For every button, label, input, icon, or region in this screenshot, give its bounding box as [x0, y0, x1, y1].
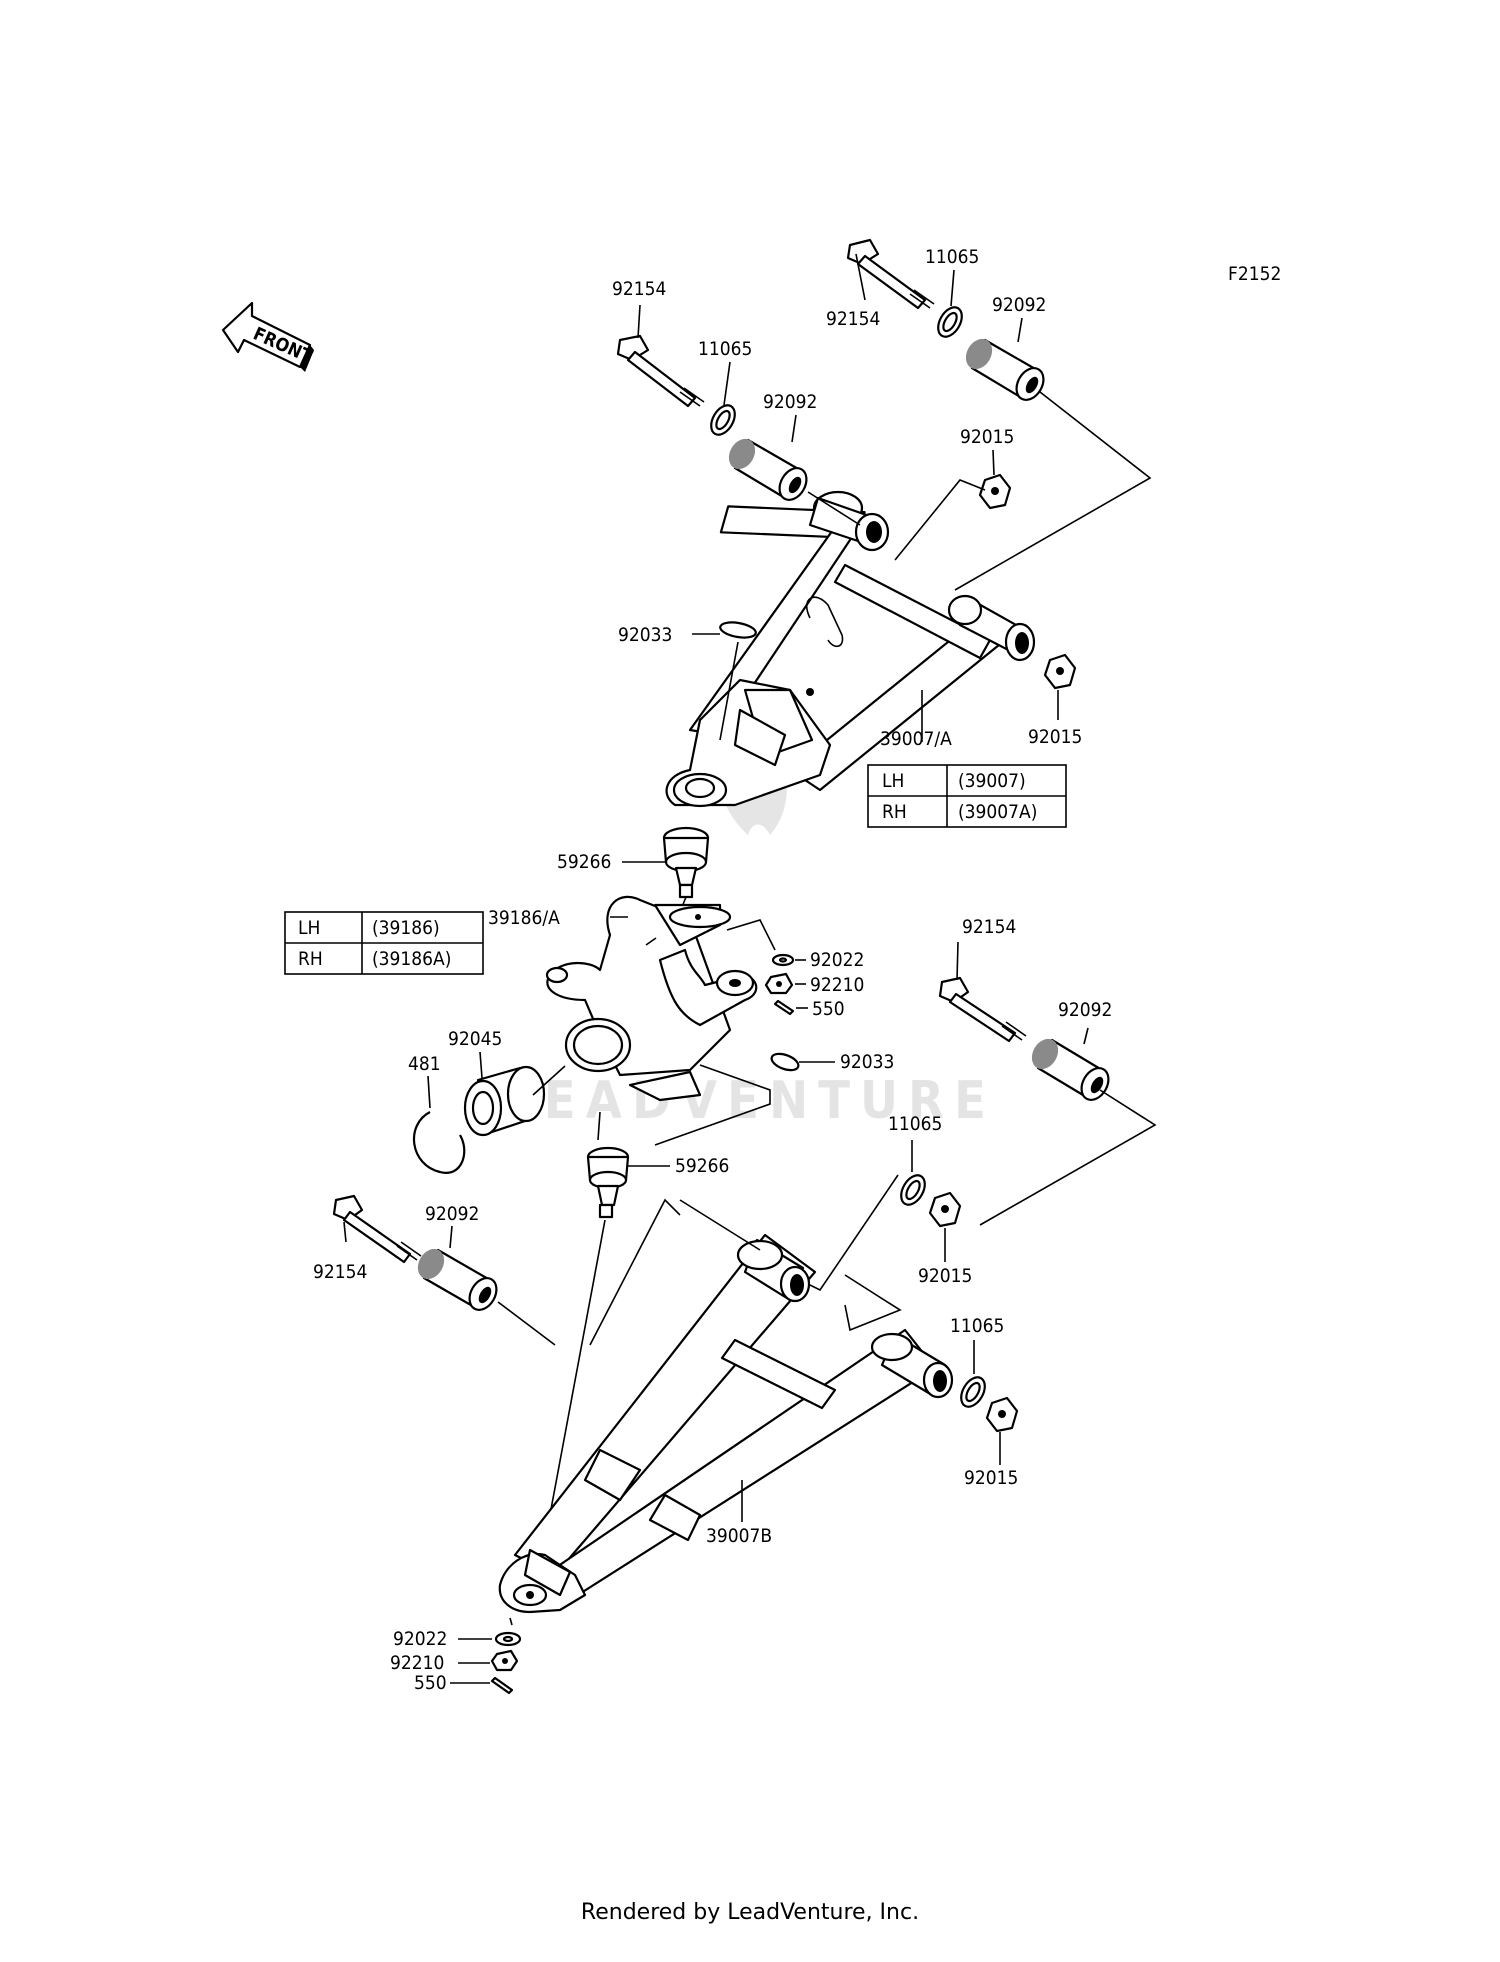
table-arm-part-1: (39007A)	[958, 801, 1037, 823]
knuckle-leaders	[610, 916, 835, 1146]
callout-p29: 92022	[393, 1628, 447, 1650]
callout-p1: 92154	[612, 278, 666, 300]
callout-p31: 550	[414, 1672, 447, 1694]
table-arm-side-1: RH	[882, 801, 907, 823]
callout-p7: 92015	[960, 426, 1014, 448]
footer-credit: Rendered by LeadVenture, Inc.	[580, 1900, 920, 1925]
callout-p23: 92015	[918, 1265, 972, 1287]
callout-p3: 92092	[763, 391, 817, 413]
callout-p10: 92015	[1028, 726, 1082, 748]
callout-p18: 481	[408, 1053, 441, 1075]
ball-joint-upper	[662, 826, 710, 899]
callout-p12: 39186/A	[488, 907, 560, 929]
wheel-bearing	[463, 1065, 546, 1137]
steering-knuckle	[545, 895, 758, 1102]
bolt-92154-upper-left	[616, 334, 705, 408]
lower-arm-hardware	[900, 1174, 1019, 1433]
callout-p4: 92154	[826, 308, 880, 330]
lower-tip-hardware	[490, 1631, 522, 1695]
table-arm-part-0: (39007)	[958, 770, 1026, 792]
callout-p14: 92210	[810, 974, 864, 996]
callout-p11: 59266	[557, 851, 611, 873]
lower-left-hardware	[332, 1194, 498, 1311]
callout-p28: 39007B	[706, 1525, 772, 1547]
callout-p16: 92033	[840, 1051, 894, 1073]
bolt-92154-upper-right	[846, 238, 935, 310]
callout-p19: 92154	[962, 916, 1016, 938]
callout-p24: 92092	[425, 1203, 479, 1225]
snap-ring	[412, 1111, 466, 1174]
table-knuckle-part-1: (39186A)	[372, 948, 451, 970]
callout-p20: 92092	[1058, 999, 1112, 1021]
callout-p22: 11065	[888, 1113, 942, 1135]
upper-hardware	[616, 238, 1077, 690]
table-knuckle-side-1: RH	[298, 948, 323, 970]
callout-p2: 11065	[698, 338, 752, 360]
callout-p13: 92022	[810, 949, 864, 971]
table-knuckle-side-0: LH	[298, 917, 320, 939]
callout-p17: 92045	[448, 1028, 502, 1050]
callout-p9: 39007/A	[880, 728, 952, 750]
callout-p30: 92210	[390, 1652, 444, 1674]
table-arm-side-0: LH	[882, 770, 904, 792]
bushing-92092-upper-right	[965, 338, 1045, 401]
table-arm: LH (39007) RH (39007A)	[867, 764, 1067, 828]
callout-p26: 11065	[950, 1315, 1004, 1337]
figure-code: F2152	[1228, 263, 1281, 285]
knuckle-hardware	[764, 953, 800, 1072]
ball-joint-lower	[586, 1146, 630, 1219]
table-knuckle-part-0: (39186)	[372, 917, 440, 939]
callout-p27: 92015	[964, 1467, 1018, 1489]
bushing-92092-upper-left	[728, 438, 808, 501]
callout-p15: 550	[812, 998, 845, 1020]
callout-p6: 92092	[992, 294, 1046, 316]
lower-a-arm	[498, 1233, 954, 1614]
callout-p8: 92033	[618, 624, 672, 646]
callout-p25: 92154	[313, 1261, 367, 1283]
table-knuckle: LH (39186) RH (39186A)	[284, 911, 484, 975]
callout-p5: 11065	[925, 246, 979, 268]
upper-leaders	[622, 253, 1152, 863]
upper-a-arm	[665, 490, 1036, 808]
watermark: LEADVENTURE	[504, 720, 986, 1131]
lower-leaders	[497, 1089, 1157, 1522]
callout-p21: 59266	[675, 1155, 729, 1177]
front-arrow-icon: FRONT	[221, 301, 315, 372]
